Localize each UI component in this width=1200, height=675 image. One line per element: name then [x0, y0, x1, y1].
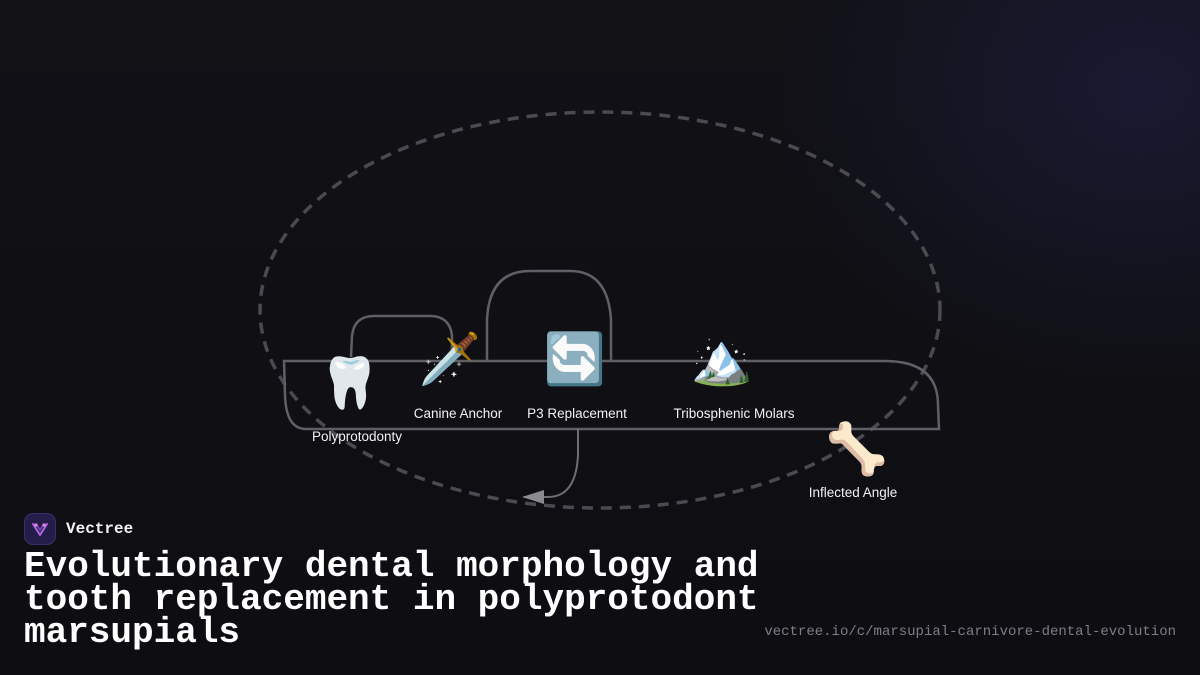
source-url[interactable]: vectree.io/c/marsupial-carnivore-dental-…: [764, 624, 1176, 640]
node-label-inflected-angle: Inflected Angle: [809, 485, 898, 500]
bone-icon: 🦴: [826, 419, 888, 478]
brand-name: Vectree: [66, 520, 134, 538]
node-label-tribosphenic-molars: Tribosphenic Molars: [673, 406, 794, 421]
node-tribosphenic-molars[interactable]: 🏔️ Tribosphenic Molars: [673, 330, 794, 421]
node-inflected-angle[interactable]: 🦴 Inflected Angle: [809, 419, 898, 500]
return-arrow: [524, 429, 579, 498]
node-label-p3-replacement: P3 Replacement: [527, 406, 627, 421]
page-title: Evolutionary dental morphology and tooth…: [24, 546, 759, 653]
dagger-icon: 🗡️: [419, 330, 481, 388]
node-p3-replacement[interactable]: 🔄 P3 Replacement: [527, 330, 627, 421]
node-label-canine-anchor: Canine Anchor: [414, 406, 503, 421]
node-label-polyprotodonty: Polyprotodonty: [312, 429, 402, 444]
node-polyprotodonty[interactable]: 🦷 Polyprotodonty: [312, 354, 402, 444]
connector-loop-small: [349, 314, 454, 358]
main-track: [282, 359, 941, 431]
connector-loop-tall: [485, 269, 613, 361]
vectree-logo-icon: [24, 513, 56, 545]
brand[interactable]: Vectree: [24, 512, 133, 546]
dashed-loop: [258, 110, 942, 510]
cycle-arrows-icon: 🔄: [544, 330, 606, 388]
return-arrowhead: [522, 490, 544, 504]
mountain-icon: 🏔️: [691, 330, 753, 388]
tooth-icon: 🦷: [319, 354, 381, 412]
node-canine-anchor[interactable]: 🗡️ Canine Anchor: [414, 330, 503, 421]
